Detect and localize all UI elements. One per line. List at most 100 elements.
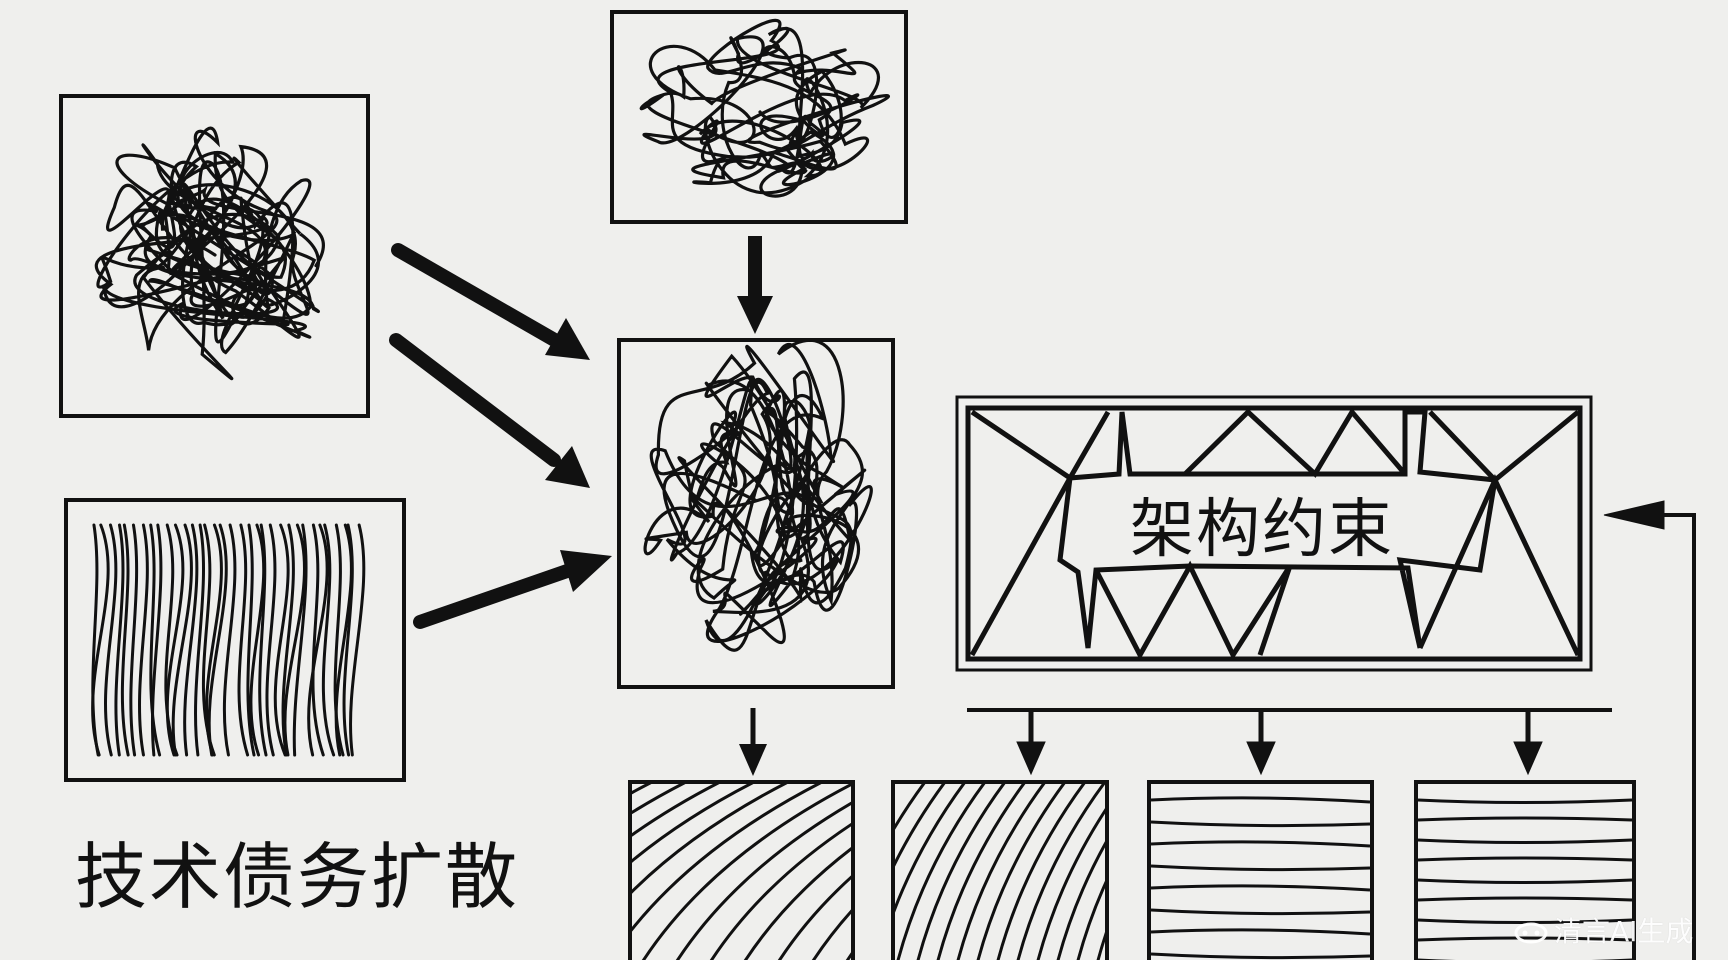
hatch-line: [632, 782, 823, 932]
strand-line: [205, 523, 223, 757]
diagonal-lines-pattern: [632, 782, 851, 960]
hatch-line: [1151, 840, 1370, 848]
arrow-strands-to-center: [413, 550, 612, 629]
strand-line: [292, 523, 308, 757]
hatch-line: [1151, 796, 1370, 804]
output-box-1: [628, 780, 855, 960]
strand-line: [265, 523, 277, 757]
hatch-line: [1418, 798, 1632, 804]
hatch-line: [632, 782, 721, 837]
hatch-line: [896, 782, 987, 960]
hatch-line: [632, 782, 687, 815]
output-box-4: [1414, 780, 1636, 960]
strand-line: [349, 523, 366, 757]
technical-debt-diffusion-caption: 技术债务扩散: [75, 835, 520, 919]
scribble-path: [639, 18, 890, 198]
hatch-line: [895, 782, 927, 830]
strand-line: [129, 523, 139, 757]
tangle-scribble-top-left: [94, 126, 325, 381]
hatch-line: [1096, 931, 1105, 960]
panel-tangle-center: [617, 338, 895, 689]
hatch-line: [632, 782, 789, 894]
hatch-line: [1418, 816, 1632, 822]
scribble-path: [643, 341, 873, 652]
watermark: 清言AI生成: [1514, 910, 1722, 948]
strand-line: [207, 523, 228, 757]
strand-line: [311, 523, 325, 757]
tangle-scribble-top-center: [639, 18, 890, 198]
hatch-line: [936, 782, 1027, 960]
hatch-line: [1151, 820, 1370, 828]
panel-tangle-top-left: [59, 94, 370, 418]
strand-line: [321, 523, 336, 757]
strand-line: [104, 523, 118, 757]
hatch-line: [976, 782, 1067, 960]
arrow-top-center-down: [737, 236, 773, 334]
arrow-top-left-to-center: [391, 243, 590, 360]
steep-diagonal-lines-pattern: [895, 782, 1205, 960]
feedback-arrow: [1603, 500, 1696, 960]
output-box-2: [891, 780, 1109, 960]
horizontal-lines-pattern-1: [1151, 796, 1370, 960]
hatch-line: [675, 801, 851, 960]
hatch-line: [956, 782, 1047, 960]
output-box-3: [1147, 780, 1374, 960]
hatch-line: [1418, 936, 1632, 942]
hatch-line: [641, 782, 851, 960]
constraint-frame: [955, 395, 1593, 672]
strand-line: [342, 523, 354, 757]
hatch-line: [743, 847, 851, 960]
strand-line: [222, 523, 237, 757]
watermark-logo-icon: [1514, 922, 1548, 944]
strand-line: [246, 523, 256, 757]
hatch-line: [1151, 928, 1370, 936]
panel-strands-left: [64, 498, 406, 782]
strand-line: [273, 523, 290, 757]
hatch-line: [1418, 918, 1632, 924]
hatch-line: [895, 782, 967, 913]
strand-line: [171, 523, 193, 757]
strand-line: [183, 523, 199, 757]
tangle-scribble-center: [643, 341, 873, 652]
hatch-line: [632, 782, 755, 863]
strand-line: [307, 523, 329, 757]
hatch-line: [1418, 838, 1632, 844]
arrow-center-down: [739, 708, 767, 776]
horizontal-lines-pattern-2: [1418, 798, 1632, 960]
vertical-strands-pattern: [91, 523, 366, 757]
strand-line: [237, 523, 250, 757]
hatch-line: [1418, 896, 1632, 902]
arrow-top-left-lower-to-center: [389, 333, 590, 488]
scribble-path: [94, 126, 325, 381]
strand-line: [281, 523, 295, 757]
hatch-line: [1076, 880, 1105, 960]
hatch-line: [1418, 878, 1632, 884]
strand-line: [165, 523, 185, 757]
hatch-line: [895, 782, 947, 867]
distribution-bus: [967, 708, 1612, 776]
strand-line: [194, 523, 205, 757]
strand-line: [150, 523, 163, 757]
hatch-line: [1115, 782, 1205, 960]
hatch-line: [996, 782, 1087, 960]
hatch-line: [811, 909, 851, 960]
strand-line: [114, 523, 125, 757]
architecture-constraint-label: 架构约束: [1130, 493, 1394, 567]
hatch-line: [1151, 864, 1370, 872]
strand-line: [138, 523, 149, 757]
watermark-text: 清言AI生成: [1554, 915, 1694, 948]
hatch-line: [777, 875, 851, 960]
hatch-line: [1036, 808, 1105, 960]
strand-line: [258, 523, 268, 757]
strand-line: [120, 523, 130, 757]
panel-tangle-top-center: [610, 10, 908, 224]
hatch-line: [1418, 856, 1632, 862]
strand-line: [283, 523, 306, 757]
hatch-line: [1016, 782, 1105, 960]
hatch-line: [1151, 952, 1370, 960]
strand-line: [91, 523, 110, 757]
hatch-line: [1151, 908, 1370, 916]
hatch-line: [1056, 841, 1105, 960]
